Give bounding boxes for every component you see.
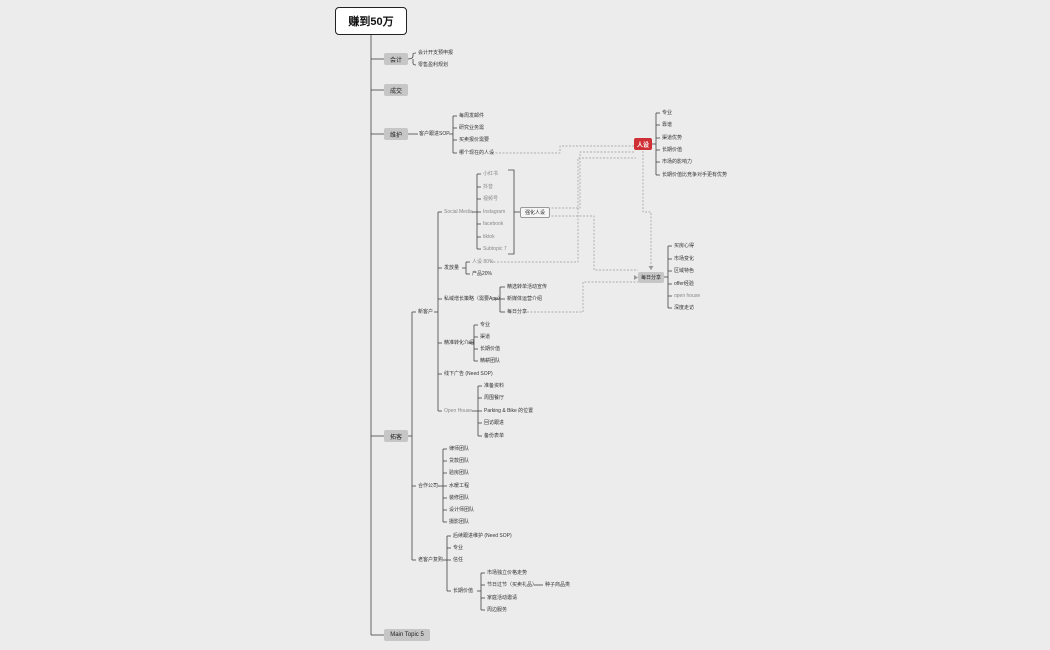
branch-hezuo[interactable]: 合作公司 xyxy=(418,483,439,489)
tag-qianghua-renshe[interactable]: 强化人设 xyxy=(520,207,550,218)
subtopic[interactable]: 市场变化 xyxy=(674,256,695,262)
subtopic[interactable]: 抖音 xyxy=(483,184,494,190)
subtopic[interactable]: 长期价值比竞争对手更有优势 xyxy=(662,172,728,178)
subtopic[interactable]: 种子商品类 xyxy=(545,582,571,588)
meiri-fenxiang-node[interactable]: 每日分享 xyxy=(638,272,664,283)
subtopic[interactable]: 买卖报价需要 xyxy=(459,137,490,143)
subtopic[interactable]: 专业 xyxy=(453,545,464,551)
subtopic[interactable]: 产品20% xyxy=(472,271,493,277)
subtopic[interactable]: facebook xyxy=(483,221,504,227)
node-social-media[interactable]: Social Media xyxy=(444,209,473,215)
subtopic-sop[interactable]: 后续跟进维护 (Need SOP) xyxy=(453,533,512,539)
subtopic[interactable]: 精准转化介绍 xyxy=(444,340,475,346)
subtopic[interactable]: 零售盈利规划 xyxy=(418,62,449,68)
subtopic[interactable]: Subtopic 7 xyxy=(483,246,507,252)
subtopic[interactable]: 研究业务需 xyxy=(459,125,485,131)
subtopic[interactable]: 周围餐厅 xyxy=(484,395,505,401)
subtopic[interactable]: 专业 xyxy=(662,110,673,116)
topic-tuoke[interactable]: 拓客 xyxy=(384,430,408,442)
subtopic[interactable]: 节日过节（买卖礼品） xyxy=(487,582,538,588)
subtopic[interactable]: 回访跟进 xyxy=(484,420,505,426)
subtopic[interactable]: 长期价值 xyxy=(453,588,474,594)
subtopic[interactable]: 视频号 xyxy=(483,196,499,202)
root-topic[interactable]: 赚到50万 xyxy=(335,7,407,35)
subtopic[interactable]: offer经验 xyxy=(674,281,694,287)
subtopic[interactable]: 小红书 xyxy=(483,171,499,177)
subtopic[interactable]: 新媒体运营介绍 xyxy=(507,296,543,302)
subtopic[interactable]: 会计开支预申报 xyxy=(418,50,454,56)
subtopic[interactable]: 精耕团队 xyxy=(480,358,501,364)
subtopic[interactable]: 设计师团队 xyxy=(449,507,475,513)
subtopic[interactable]: tiktok xyxy=(483,234,495,240)
subtopic[interactable]: 哪个现在的人设 xyxy=(459,150,495,156)
subtopic[interactable]: 靠谱 xyxy=(662,122,673,128)
topic-weihu[interactable]: 维护 xyxy=(384,128,408,140)
subtopic[interactable]: 区域特色 xyxy=(674,268,695,274)
subtopic[interactable]: 精选转单活动宣传 xyxy=(507,284,548,290)
subtopic[interactable]: 买房心得 xyxy=(674,243,695,249)
subtopic[interactable]: 每周发邮件 xyxy=(459,113,485,119)
subtopic[interactable]: 水暖工程 xyxy=(449,483,470,489)
subtopic[interactable]: 发放量 xyxy=(444,265,460,271)
subtopic[interactable]: Open House xyxy=(444,408,473,414)
subtopic[interactable]: Parking & Bike 的位置 xyxy=(484,408,534,414)
topic-kuaiji[interactable]: 会计 xyxy=(384,53,408,65)
subtopic[interactable]: 装修团队 xyxy=(449,495,470,501)
topic-main-5[interactable]: Main Topic 5 xyxy=(384,629,430,641)
subtopic[interactable]: 周边服务 xyxy=(487,607,508,613)
subtopic[interactable]: open house xyxy=(674,293,701,299)
subtopic[interactable]: 摄影团队 xyxy=(449,519,470,525)
subtopic[interactable]: 渠道 xyxy=(480,334,491,340)
subtopic[interactable]: 深度走访 xyxy=(674,305,695,311)
subtopic[interactable]: 信任 xyxy=(453,557,464,563)
subtopic[interactable]: 私域增长策略（需要App） xyxy=(444,296,503,302)
subtopic[interactable]: 贷款团队 xyxy=(449,458,470,464)
subtopic[interactable]: 市场独立价格走势 xyxy=(487,570,528,576)
renshe-node[interactable]: 人设 xyxy=(634,138,652,150)
subtopic[interactable]: 备份表单 xyxy=(484,433,505,439)
subtopic[interactable]: 线下广告 (Need SOP) xyxy=(444,371,493,377)
subtopic[interactable]: 家庭活动邀请 xyxy=(487,595,518,601)
subtopic[interactable]: 专业 xyxy=(480,322,491,328)
topic-chengjiao[interactable]: 成交 xyxy=(384,84,408,96)
subtopic[interactable]: 人设 80% xyxy=(472,259,494,265)
branch-xinkehu[interactable]: 新客户 xyxy=(418,309,434,315)
subtopic[interactable]: 长期价值 xyxy=(662,147,683,153)
subtopic[interactable]: 市场的影响力 xyxy=(662,159,693,165)
subtopic[interactable]: 验房团队 xyxy=(449,470,470,476)
subtopic[interactable]: 准备资料 xyxy=(484,383,505,389)
subtopic[interactable]: 长期价值 xyxy=(480,346,501,352)
subtopic[interactable]: 律师团队 xyxy=(449,446,470,452)
subtopic[interactable]: 每日分享 xyxy=(507,309,528,315)
branch-laokehu[interactable]: 老客户复购 xyxy=(418,557,444,563)
subtopic[interactable]: 渠道优势 xyxy=(662,135,683,141)
subtopic[interactable]: Instagram xyxy=(483,209,506,215)
subtopic-sop[interactable]: 客户跟进SOP xyxy=(419,131,450,137)
